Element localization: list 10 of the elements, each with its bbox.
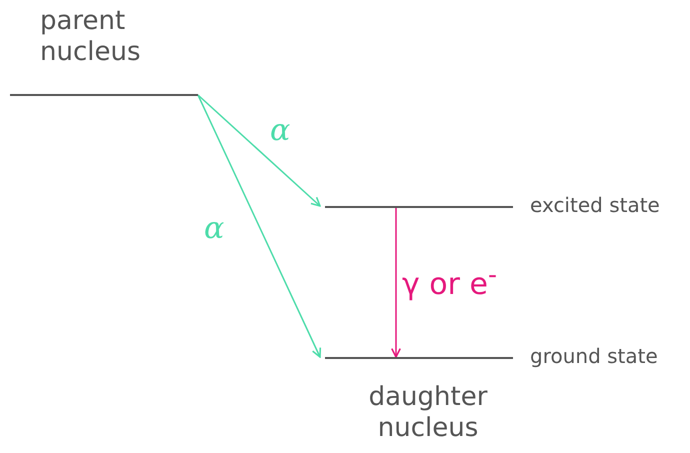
arrow <box>198 94 321 207</box>
energy-level-line <box>325 206 513 208</box>
level-label: ground state <box>530 344 658 368</box>
level-label: daughter nucleus <box>368 382 488 444</box>
arrow <box>391 208 401 358</box>
energy-level-line <box>325 357 513 359</box>
level-label: parent nucleus <box>40 6 142 68</box>
arrow <box>197 94 322 358</box>
energy-level-line <box>10 94 198 96</box>
level-label: excited state <box>530 193 660 217</box>
